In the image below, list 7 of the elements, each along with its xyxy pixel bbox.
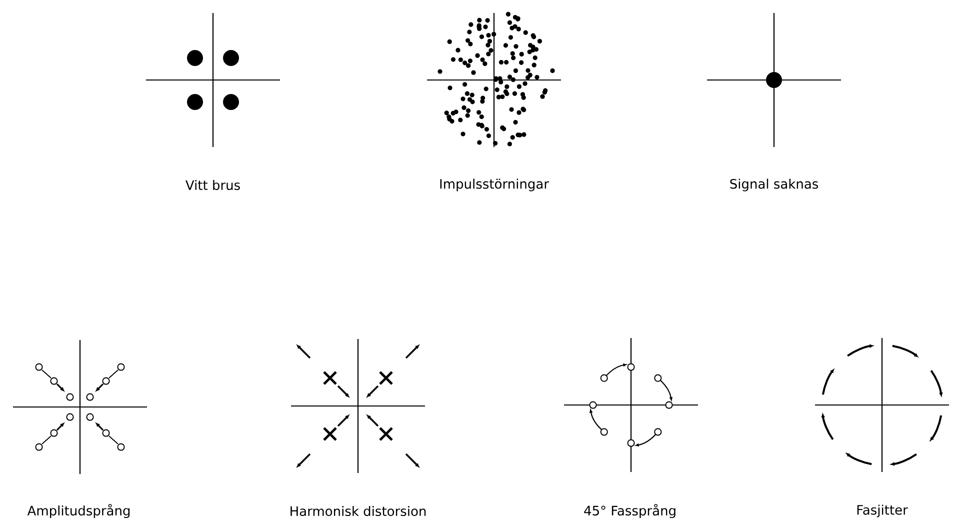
caption: 45° Fassprång [584, 504, 676, 518]
caption: Harmonisk distorsion [290, 506, 426, 516]
caption: Impulsstörningar [440, 178, 550, 192]
caption: Amplitudsprång [27, 504, 130, 518]
caption: Vitt brus [186, 180, 240, 190]
caption: Signal saknas [730, 178, 818, 192]
caption: Fasjitter [857, 504, 908, 518]
